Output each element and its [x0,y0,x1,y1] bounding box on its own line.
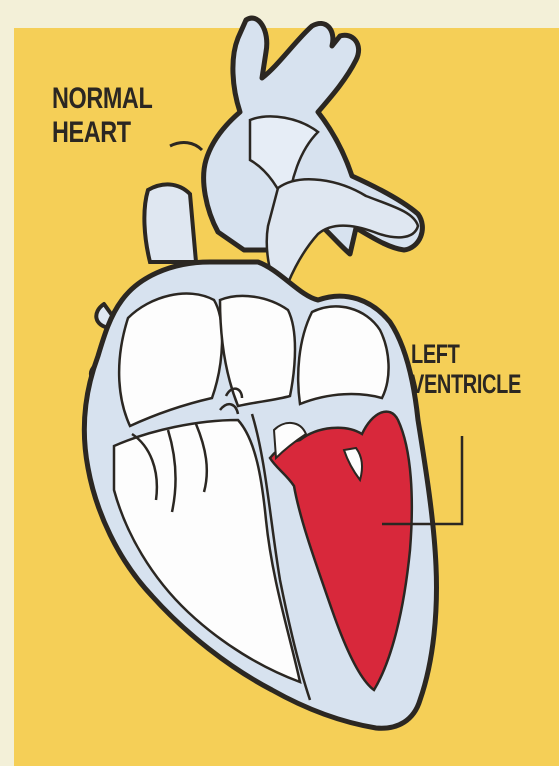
left-ventricle-label-line2: VENTRICLE [411,369,521,399]
normal-heart-pointer [170,143,202,150]
left-ventricle-label: LEFT VENTRICLE [411,339,521,399]
normal-heart-label-line1: NORMAL [52,82,152,116]
normal-heart-label: NORMAL HEART [52,82,152,149]
vena-cava [144,184,196,262]
left-ventricle-label-line1: LEFT [411,339,521,369]
normal-heart-label-line2: HEART [52,116,152,150]
